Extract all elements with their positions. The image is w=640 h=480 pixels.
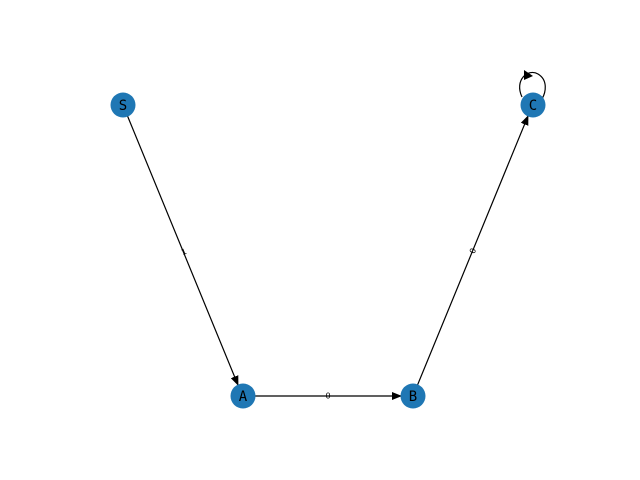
edge-s-a <box>122 104 239 386</box>
edge-c-c-self-loop <box>519 71 546 100</box>
node-label-b: B <box>409 389 417 405</box>
node-c: C <box>520 92 546 118</box>
edge-label-a-b: 0 <box>325 392 330 401</box>
edge-label-b-c: 0 <box>468 247 478 255</box>
edge-b-c <box>412 115 529 397</box>
node-label-a: A <box>239 389 248 405</box>
node-b: B <box>400 383 426 409</box>
node-a: A <box>230 383 256 409</box>
self-loop-arrowhead <box>524 70 533 80</box>
node-label-c: C <box>529 98 537 114</box>
node-label-s: S <box>119 98 127 114</box>
node-s: S <box>110 92 136 118</box>
edge-label-s-a: 1 <box>180 247 188 257</box>
